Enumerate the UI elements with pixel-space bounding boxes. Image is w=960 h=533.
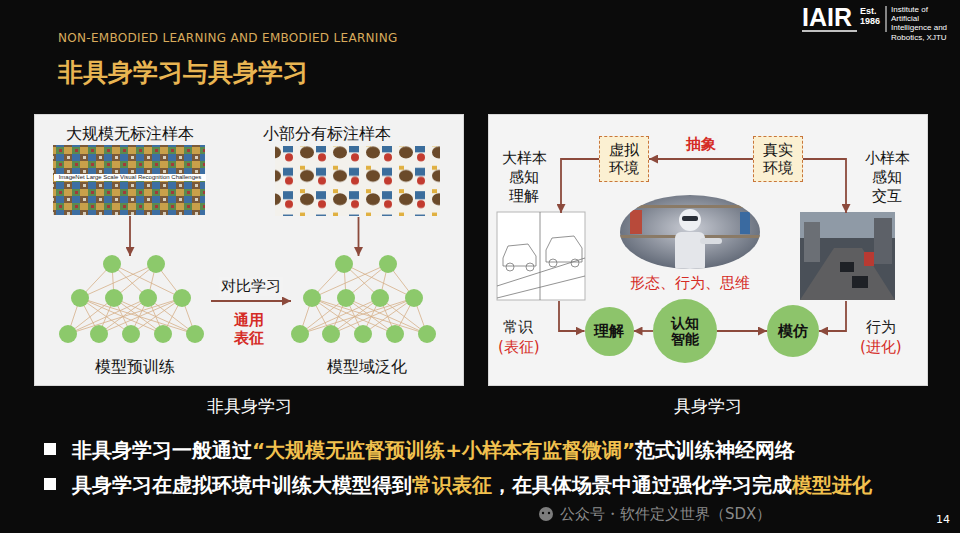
concept-label: 理解: [594, 322, 624, 341]
edge-label: 抽象: [684, 135, 718, 154]
bullet-text: ，在具体场景中通过强化学习完成: [492, 473, 792, 497]
image-sample: 大规模无标注样本ImageNet Large Scale Visual Reco…: [54, 146, 206, 216]
side-label: 行为: [866, 318, 896, 337]
env-label: 虚拟 环境: [608, 141, 641, 177]
concept-circle: 模仿: [767, 305, 819, 357]
logo-year: Est. 1986: [860, 7, 884, 27]
edge-note: 通用 表征: [232, 311, 267, 347]
connector-arrow: [211, 300, 291, 302]
slide-title: 非具身学习与具身学习: [58, 56, 308, 89]
side-label: 常识: [503, 318, 533, 337]
connector-arrow: [559, 301, 585, 331]
concept-label: 认知 智能: [670, 315, 701, 347]
logo-institute: Institute of Artificial Intelligence and…: [891, 5, 955, 42]
connector-arrow: [358, 217, 360, 256]
watermark: 公众号・软件定义世界（SDX）: [560, 505, 771, 524]
connector-arrow: [803, 159, 846, 213]
network-model: 模型预训练: [59, 256, 211, 346]
bullet-line: 具身学习在虚拟环境中训练大模型得到常识表征，在具体场景中通过强化学习完成模型进化: [72, 472, 872, 499]
connector-arrow: [561, 159, 599, 213]
side-label: (进化): [860, 338, 902, 357]
scene-heading: 小样本 感知 交互: [863, 149, 911, 205]
concept-circle: 理解: [585, 307, 634, 356]
model-label: 模型预训练: [59, 357, 211, 378]
env-label: 真实 环境: [762, 141, 795, 177]
bullet-line: 非具身学习一般通过“大规模无监督预训练+小样本有监督微调”范式训练神经网络: [72, 437, 795, 464]
image-banner: ImageNet Large Scale Visual Recognition …: [54, 174, 206, 181]
section-subtitle: NON-EMBODIED LEARNING AND EMBODIED LEARN…: [58, 31, 398, 45]
concept-label: 模仿: [778, 322, 808, 341]
env-box: 虚拟 环境: [599, 136, 649, 182]
connector-arrow: [634, 330, 654, 332]
sample-heading: 大规模无标注样本: [66, 124, 194, 145]
scene-image: 小样本 感知 交互: [801, 213, 896, 301]
connector-arrow: [717, 330, 767, 332]
sample-heading: 小部分有标注样本: [263, 124, 391, 145]
panel-caption: 具身学习: [489, 395, 927, 418]
robot-caption: 形态、行为、思维: [630, 274, 750, 293]
scene-heading: 大样本 感知 理解: [500, 149, 548, 205]
page-number: 14: [936, 513, 950, 526]
bullet-highlight: 模型进化: [792, 473, 872, 497]
bullet-text: 范式训练神经网络: [635, 438, 795, 462]
network-model: 模型域泛化: [291, 256, 443, 346]
bullet-highlight: “大规模无监督预训练+小样本有监督微调”: [252, 438, 635, 462]
image-sample: 小部分有标注样本: [276, 147, 441, 217]
side-label: (表征): [498, 338, 540, 357]
scene-image: 大样本 感知 理解: [498, 213, 586, 301]
bullet-text: 非具身学习一般通过: [72, 438, 252, 462]
logo-mark: IAIR: [802, 3, 852, 32]
connector-arrow: [649, 158, 753, 160]
model-label: 模型域泛化: [291, 357, 443, 378]
concept-circle: 认知 智能: [653, 299, 717, 363]
bullet-highlight: 常识表征: [412, 473, 492, 497]
edge-label: 对比学习: [219, 277, 283, 296]
env-box: 真实 环境: [753, 136, 803, 182]
bullet-text: 具身学习在虚拟环境中训练大模型得到: [72, 473, 412, 497]
connector-arrow: [129, 216, 131, 256]
connector-arrow: [819, 301, 846, 331]
panel-caption: 非具身学习: [35, 395, 463, 418]
